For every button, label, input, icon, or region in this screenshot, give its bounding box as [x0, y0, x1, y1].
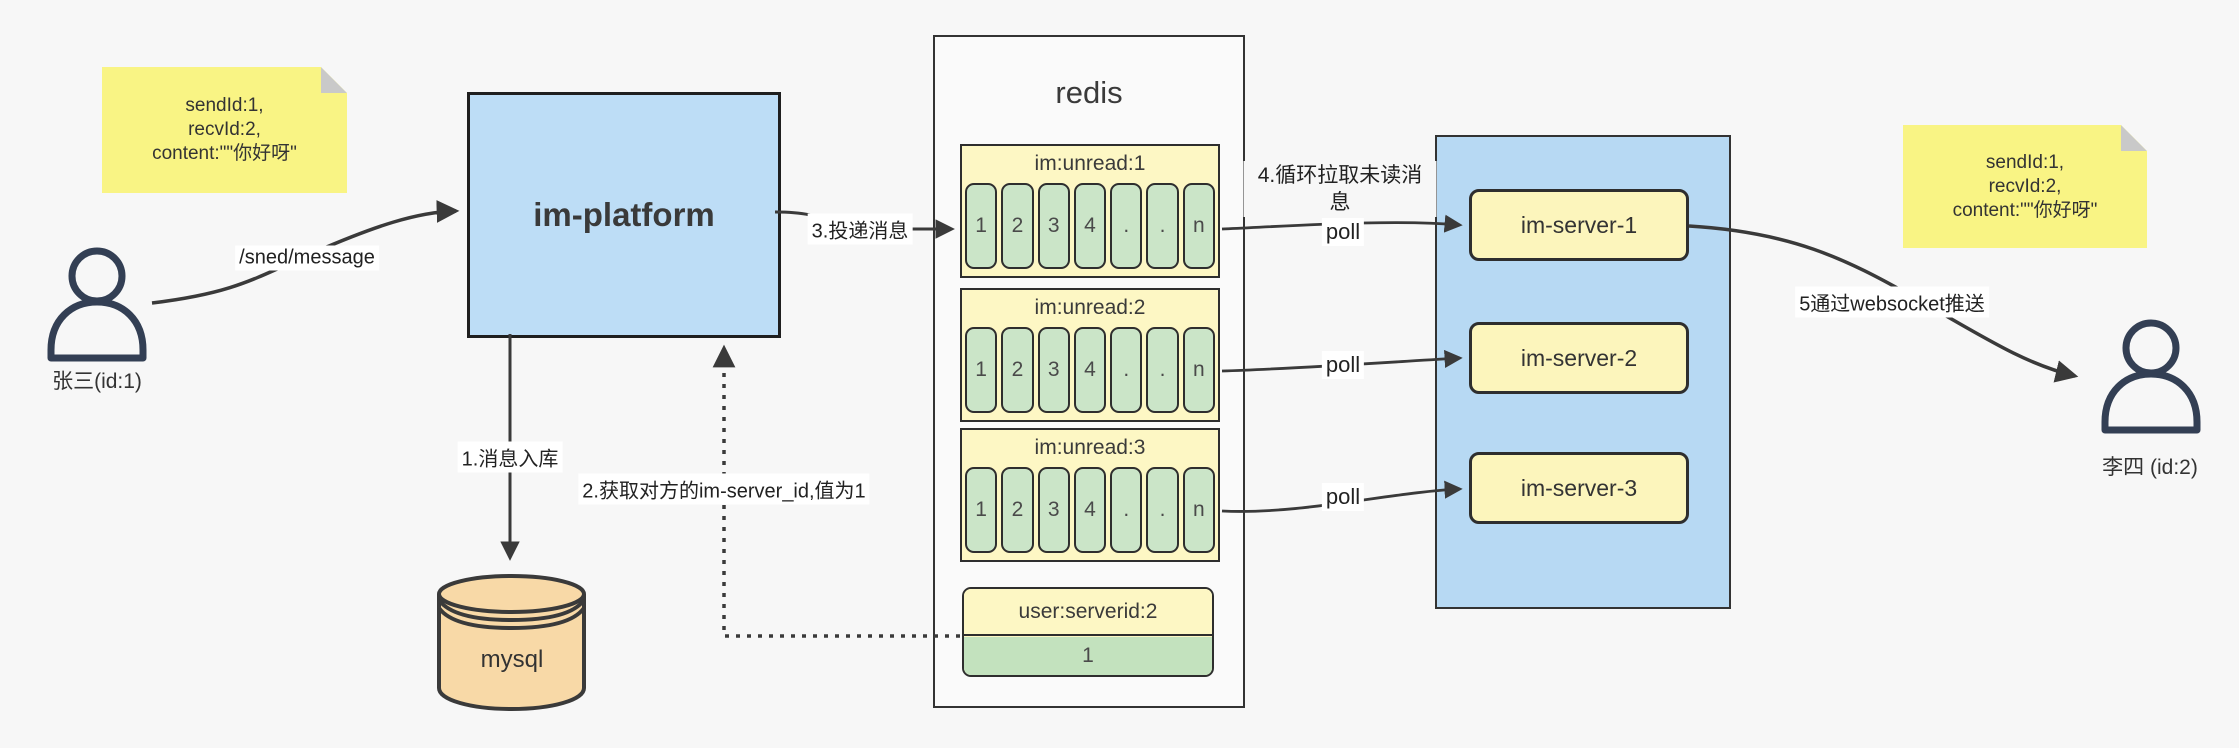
mysql-label: mysql — [480, 646, 544, 673]
im-server-2-label: im-server-2 — [1520, 344, 1638, 371]
queue-cell: 4 — [1073, 327, 1107, 413]
queue-cell: 2 — [1001, 183, 1034, 269]
redis-queue-im-unread-2: im:unread:2 1 2 3 4 . . n — [960, 288, 1220, 422]
queue-title: im:unread:1 — [1034, 152, 1146, 175]
im-server-2-box: im-server-2 — [1469, 322, 1689, 394]
im-server-3-label: im-server-3 — [1520, 474, 1638, 501]
queue-cell: 2 — [1001, 327, 1034, 413]
queue-title: im:unread:2 — [1034, 296, 1146, 319]
queue-cell: 1 — [965, 467, 998, 553]
sticky-note-sender: sendId:1, recvId:2, content:""你好呀" — [102, 67, 347, 193]
queue-cell: 4 — [1073, 183, 1107, 269]
note-line: sendId:1, — [1985, 151, 2065, 173]
queue-cell: . — [1110, 467, 1143, 553]
queue-cell: 4 — [1073, 467, 1107, 553]
receiver-label: 李四 (id:2) — [2102, 456, 2198, 479]
edge-label-push: 5通过websocket推送 — [1795, 286, 1989, 318]
edge-label-pull: 4.循环拉取未读消息 — [1243, 161, 1437, 217]
queue-cell: . — [1146, 327, 1179, 413]
queue-cell: . — [1110, 183, 1143, 269]
note-line: content:""你好呀" — [1952, 199, 2098, 221]
queue-cells: 1 2 3 4 . . n — [965, 183, 1215, 269]
redis-kv-user-serverid: user:serverid:2 1 — [962, 587, 1214, 677]
mysql-database-icon — [437, 574, 586, 712]
user-icon — [47, 247, 147, 362]
im-platform-title: im-platform — [533, 196, 715, 233]
redis-queue-im-unread-3: im:unread:3 1 2 3 4 . . n — [960, 428, 1220, 562]
queue-cell: n — [1182, 327, 1215, 413]
edge-label-poll-2: poll — [1321, 351, 1365, 379]
queue-cells: 1 2 3 4 . . n — [965, 467, 1215, 553]
im-server-3-box: im-server-3 — [1469, 452, 1689, 524]
edge-label-store: 1.消息入库 — [457, 441, 563, 473]
queue-cell: 3 — [1037, 183, 1070, 269]
user-icon — [2101, 319, 2201, 434]
queue-cell: n — [1182, 183, 1215, 269]
note-line: recvId:2, — [188, 119, 261, 140]
queue-cell: . — [1146, 183, 1179, 269]
queue-cell: 1 — [965, 183, 998, 269]
queue-cell: . — [1146, 467, 1179, 553]
kv-title: user:serverid:2 — [964, 589, 1212, 636]
sticky-note-receiver: sendId:1, recvId:2, content:""你好呀" — [1903, 125, 2147, 248]
queue-title: im:unread:3 — [1034, 436, 1146, 459]
sender-label: 张三(id:1) — [52, 370, 142, 393]
queue-cell: 3 — [1037, 467, 1070, 553]
note-fold-corner-icon — [2121, 125, 2147, 151]
edge-label-send: /sned/message — [235, 245, 379, 271]
queue-cell: 2 — [1001, 467, 1034, 553]
redis-queue-im-unread-1: im:unread:1 1 2 3 4 . . n — [960, 144, 1220, 278]
queue-cell: 3 — [1037, 327, 1070, 413]
queue-cell: 1 — [965, 327, 998, 413]
im-platform-box: im-platform — [467, 92, 781, 338]
edge-label-deliver: 3.投递消息 — [807, 213, 913, 245]
redis-title: redis — [1055, 75, 1123, 110]
im-server-1-box: im-server-1 — [1469, 189, 1689, 261]
edge-label-poll-1: poll — [1321, 218, 1365, 246]
note-line: content:""你好呀" — [152, 143, 297, 164]
queue-cell: n — [1182, 467, 1215, 553]
kv-value: 1 — [964, 636, 1212, 675]
note-line: sendId:1, — [185, 95, 264, 116]
note-line: recvId:2, — [1988, 175, 2062, 197]
edge-label-lookup: 2.获取对方的im-server_id,值为1 — [578, 473, 870, 505]
edge-label-poll-3: poll — [1321, 483, 1365, 511]
note-fold-corner-icon — [321, 67, 347, 93]
queue-cell: . — [1110, 327, 1143, 413]
im-server-1-label: im-server-1 — [1520, 211, 1638, 238]
queue-cells: 1 2 3 4 . . n — [965, 327, 1215, 413]
